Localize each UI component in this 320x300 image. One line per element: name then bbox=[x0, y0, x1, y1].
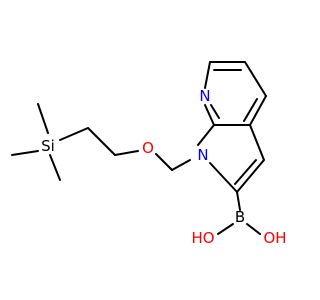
bond bbox=[217, 223, 234, 235]
molecule-canvas: N N O Si B HO OH bbox=[11, 61, 287, 247]
atom-si: Si bbox=[41, 137, 55, 155]
bond bbox=[236, 159, 265, 193]
bond bbox=[87, 127, 116, 156]
bond bbox=[171, 159, 191, 171]
bond bbox=[210, 104, 220, 119]
bond bbox=[114, 150, 139, 156]
atom-oh-left: HO bbox=[191, 229, 214, 247]
bond bbox=[209, 162, 238, 193]
bond bbox=[204, 61, 211, 89]
bond bbox=[243, 98, 258, 122]
bond bbox=[246, 223, 261, 235]
bond bbox=[244, 61, 267, 97]
atom-boron: B bbox=[235, 208, 245, 226]
bond bbox=[11, 150, 39, 156]
bond bbox=[249, 124, 265, 161]
bond bbox=[249, 95, 267, 126]
atom-n-pyridine: N bbox=[199, 87, 210, 105]
atom-o-ether: O bbox=[142, 139, 154, 157]
bond bbox=[234, 159, 257, 185]
atom-n-pyrrole: N bbox=[197, 146, 208, 164]
bond bbox=[49, 154, 61, 181]
bond bbox=[37, 103, 49, 134]
bond bbox=[155, 153, 173, 171]
bond bbox=[59, 127, 89, 141]
bond bbox=[204, 104, 215, 126]
molecule-diagram: N N O Si B HO OH bbox=[11, 61, 287, 247]
atom-oh-right: OH bbox=[263, 229, 286, 247]
bond bbox=[236, 191, 241, 211]
bond bbox=[197, 124, 215, 146]
